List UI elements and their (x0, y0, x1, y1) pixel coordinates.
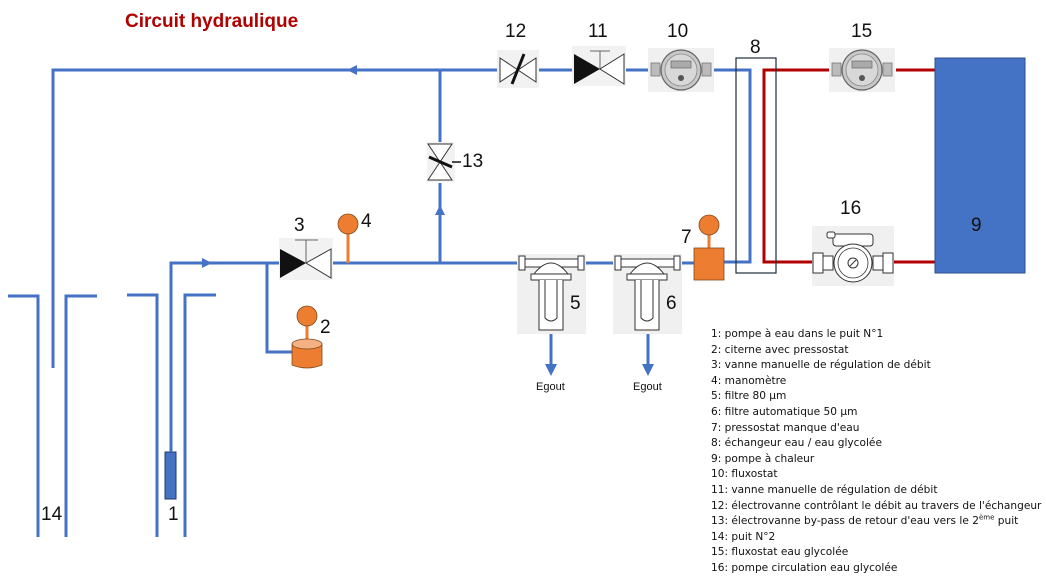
well-pump (164, 451, 177, 500)
legend-item: 1: pompe à eau dans le puit N°1 (711, 328, 884, 340)
pressure-tank-icon (291, 305, 323, 369)
label-14: 14 (41, 504, 63, 525)
legend-item: 3: vanne manuelle de régulation de débit (711, 359, 931, 372)
legend-item: 13: électrovanne by-pass de retour d'eau… (711, 514, 1041, 530)
flow-arrow-right-icon (202, 258, 212, 268)
supply-pipe (169, 261, 280, 452)
glycol-pipes (762, 68, 935, 264)
legend-item: 8: échangeur eau / eau glycolée (711, 437, 882, 450)
pressure-switch-icon (693, 214, 725, 281)
well-2 (8, 294, 97, 537)
legend-item: 11: vanne manuelle de régulation de débi… (711, 483, 938, 496)
return-pipe (51, 68, 500, 368)
drain-label: Egout (536, 381, 565, 393)
heat-exchanger (735, 57, 777, 274)
label-13: 13 (462, 151, 484, 172)
flow-arrow-up-icon (435, 205, 445, 215)
legend-item: 16: pompe circulation eau glycolée (711, 561, 898, 574)
label-15: 15 (851, 21, 873, 42)
legend-item: 10: fluxostat (711, 468, 778, 481)
label-8: 8 (750, 37, 761, 58)
bypass-electro-valve-icon (427, 142, 461, 182)
legend-item: 6: filtre automatique 50 µm (711, 405, 858, 418)
legend-item: 4: manomètre (711, 374, 787, 387)
auto-filter-icon (613, 254, 682, 334)
flow-arrow-left-icon (347, 65, 357, 75)
manual-valve-icon (572, 46, 626, 86)
filter-icon (517, 254, 586, 334)
label-1: 1 (168, 504, 179, 525)
drain-label: Egout (633, 381, 662, 393)
legend-item-text-after: puit (994, 515, 1019, 528)
electro-valve-icon (497, 50, 539, 88)
label-16: 16 (840, 198, 862, 219)
label-6: 6 (666, 293, 677, 314)
legend: 1: pompe à eau dans le puit N°1 2: citer… (711, 327, 1041, 577)
legend-item: 15: fluxostat eau glycolée (711, 546, 849, 559)
page-title: Circuit hydraulique (125, 11, 299, 32)
legend-item: 9: pompe à chaleur (711, 452, 815, 465)
legend-item: 2: citerne avec pressostat (711, 343, 849, 356)
legend-item-superscript: ème (978, 513, 995, 522)
label-4: 4 (361, 211, 372, 232)
legend-item-text: 13: électrovanne by-pass de retour d'eau… (711, 515, 979, 528)
label-10: 10 (667, 21, 689, 42)
label-9: 9 (971, 215, 982, 236)
legend-item: 12: électrovanne contrôlant le débit au … (711, 499, 1042, 512)
well-1 (127, 293, 216, 537)
label-12: 12 (505, 21, 527, 42)
label-2: 2 (320, 317, 331, 338)
heat-pump (934, 57, 1026, 274)
pressure-gauge-icon (337, 213, 359, 263)
legend-item: 7: pressostat manque d'eau (711, 421, 860, 434)
label-7: 7 (681, 227, 692, 248)
label-11: 11 (588, 21, 608, 42)
label-3: 3 (294, 215, 305, 236)
flow-switch-icon (648, 48, 714, 92)
circulation-pump-icon (812, 226, 894, 286)
legend-item: 5: filtre 80 µm (711, 390, 787, 403)
manual-valve-icon (279, 238, 333, 280)
glycol-flow-switch-icon (829, 48, 895, 92)
legend-item: 14: puit N°2 (711, 530, 776, 543)
label-5: 5 (570, 293, 581, 314)
